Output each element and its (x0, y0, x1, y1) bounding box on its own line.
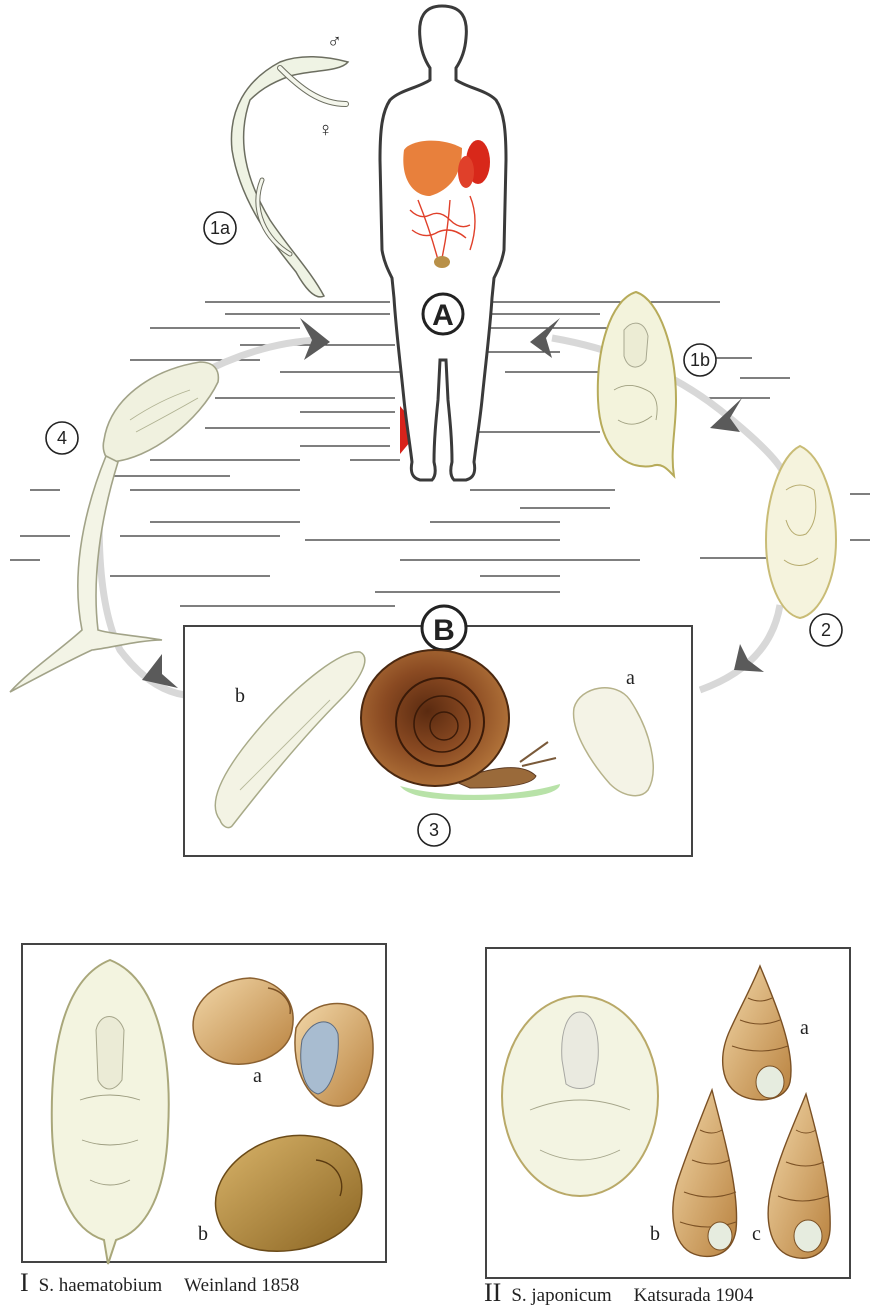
panel-japonicum: a b c (486, 948, 850, 1278)
miracidium-2 (766, 446, 836, 618)
caption-ii-author: Katsurada 1904 (634, 1285, 754, 1306)
stage-1b-marker: 1b (684, 344, 716, 376)
female-symbol-icon: ♀ (318, 119, 333, 141)
egg-1b (598, 292, 676, 476)
panel-haematobium: a b (22, 944, 386, 1264)
host-label: A (423, 294, 463, 334)
caption-panel-i: I S. haematobium Weinland 1858 (20, 1268, 299, 1298)
worm-pair: ♂ ♀ (231, 31, 348, 297)
panel-ii-label-a: a (800, 1017, 809, 1039)
stage-3-marker: 3 (418, 814, 450, 846)
panel-i-label-b: b (198, 1223, 208, 1245)
snail-box-b-label: b (235, 685, 245, 707)
stage-4-marker: 4 (46, 422, 78, 454)
snail-box: B b a 3 (184, 606, 692, 856)
panel-ii-label-b: b (650, 1223, 660, 1245)
stage-2-label: 2 (821, 620, 831, 640)
snail-box-a-label: a (626, 667, 635, 689)
arrow-snail-out (142, 654, 178, 688)
caption-ii-species: S. japonicum (511, 1285, 611, 1306)
caption-i-species: S. haematobium (39, 1275, 162, 1296)
stage-2-marker: 2 (810, 614, 842, 646)
caption-panel-ii: II S. japonicum Katsurada 1904 (484, 1278, 753, 1308)
caption-i-roman: I (20, 1268, 29, 1297)
panel-i-label-a: a (253, 1065, 262, 1087)
male-symbol-icon: ♂ (327, 31, 342, 53)
stage-3-label: 3 (429, 820, 439, 840)
host-label-text: A (432, 299, 454, 332)
human-host (380, 6, 506, 480)
snail-box-label: B (433, 614, 455, 647)
stage-1a-label: 1a (210, 218, 231, 238)
stage-1b-label: 1b (690, 350, 710, 370)
stage-4-label: 4 (57, 428, 67, 448)
caption-i-author: Weinland 1858 (184, 1275, 299, 1296)
stage-1a-marker: 1a (204, 212, 236, 244)
caption-ii-roman: II (484, 1278, 501, 1307)
panel-ii-label-c: c (752, 1223, 761, 1245)
